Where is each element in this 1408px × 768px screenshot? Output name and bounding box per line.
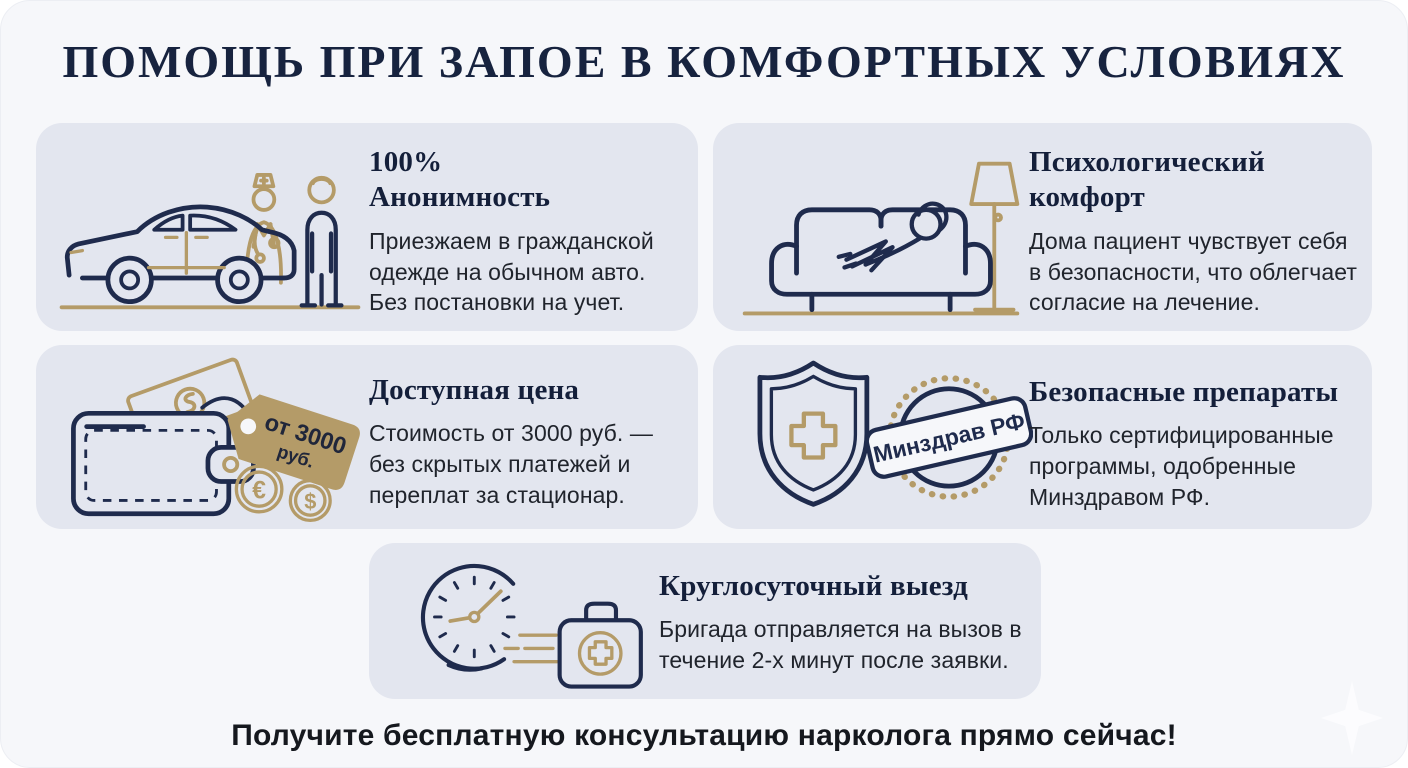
cta-text: Получите бесплатную консультацию нарколо… [231, 719, 1177, 752]
shield-stamp-icon: Минздрав РФ [757, 360, 1033, 507]
card-title-line: Доступная цена [369, 374, 580, 406]
card-safe-drugs: Минздрав РФ Безопасные препараты Только … [713, 345, 1372, 529]
card-text: 100%Анонимность Приезжаем в гражданской … [369, 145, 679, 318]
card-title: Доступная цена [369, 373, 681, 408]
card-body: Бригада отправляется на вызов в течение … [659, 616, 1022, 674]
card-title-line: Анонимность [369, 181, 551, 214]
card-round-the-clock: Круглосуточный выезд Бригада отправляетс… [369, 543, 1041, 699]
card-body: Стоимость от 3000 руб. — без скрытых пла… [369, 420, 653, 508]
card-title: Круглосуточный выезд [659, 569, 1035, 604]
wallet-price-tag-icon: от 3000 руб. € $ [71, 357, 360, 523]
card-body: Приезжаем в гражданской одежде на обычно… [369, 227, 654, 316]
card-text: Безопасные препараты Только сертифициров… [1029, 375, 1365, 513]
card-body: Только сертифицированные программы, одоб… [1029, 422, 1334, 510]
card-anonymity: 100%Анонимность Приезжаем в гражданской … [36, 123, 698, 331]
card-text: Круглосуточный выезд Бригада отправляетс… [659, 569, 1035, 676]
card-text: Доступная цена Стоимость от 3000 руб. — … [369, 373, 681, 511]
card-affordable-price: от 3000 руб. € $ Доступная цена Стоимост… [36, 345, 698, 529]
card-title-line: комфорт [1029, 181, 1145, 214]
card-title: Безопасные препараты [1029, 375, 1365, 410]
sofa-person-lamp-icon [742, 161, 1020, 316]
card-title-line: Круглосуточный выезд [659, 570, 968, 602]
card-title: 100%Анонимность [369, 145, 679, 216]
page-title: ПОМОЩЬ ПРИ ЗАПОЕ В КОМФОРТНЫХ УСЛОВИЯХ [62, 36, 1346, 87]
card-title-line: Безопасные препараты [1029, 376, 1339, 408]
card-title-line: Психологический [1029, 146, 1265, 178]
car-with-medics-icon [59, 173, 361, 310]
card-body: Дома пациент чувствует себя в безопаснос… [1029, 227, 1357, 316]
clock-medical-bag-icon [420, 563, 643, 689]
euro-coin-glyph: € [252, 478, 266, 505]
card-title-line: 100% [369, 146, 443, 178]
dollar-coin-glyph: $ [304, 489, 316, 514]
